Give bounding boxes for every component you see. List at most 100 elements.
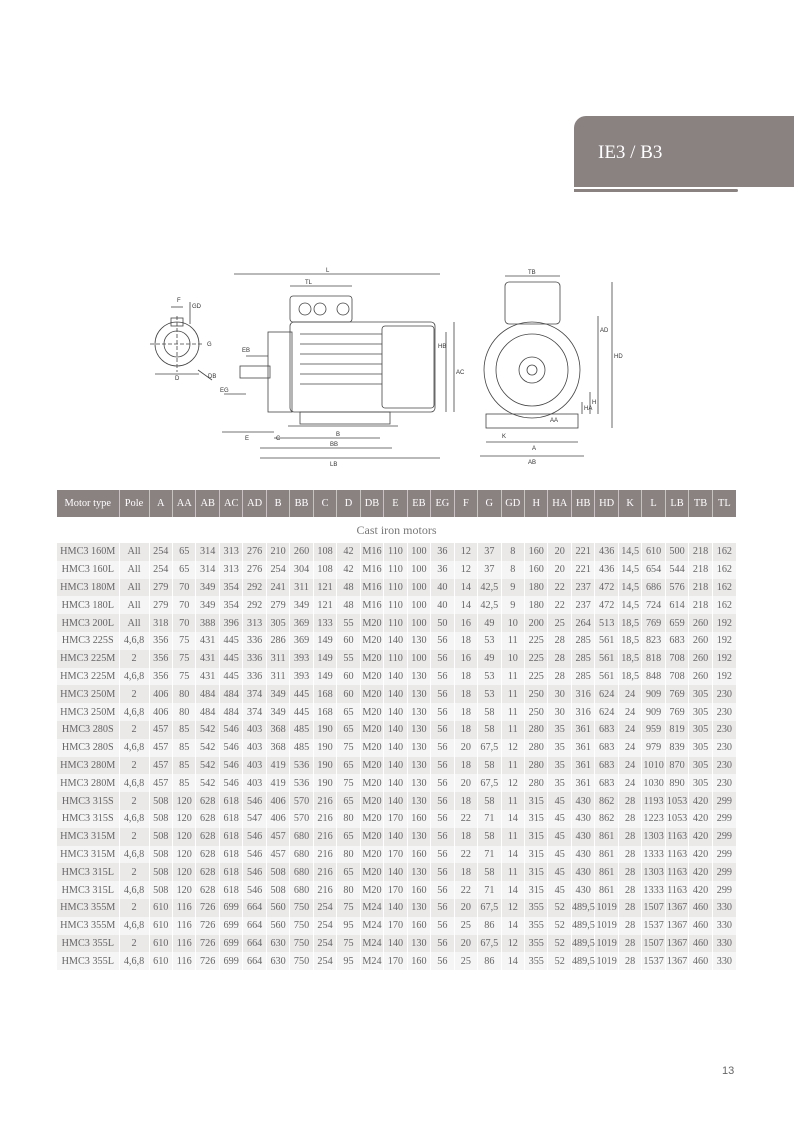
table-cell: 28: [618, 881, 643, 899]
table-cell: 71: [477, 845, 502, 864]
table-cell: 315: [524, 827, 549, 846]
table-cell: 216: [313, 881, 338, 899]
table-cell: 680: [289, 827, 314, 846]
table-cell: 769: [665, 685, 690, 704]
table-cell: 70: [172, 578, 197, 597]
table-cell: HMC3 315S: [57, 792, 120, 810]
table-cell: 28: [618, 898, 643, 917]
table-cell: 614: [665, 596, 690, 615]
table-cell: 25: [454, 916, 479, 935]
table-cell: 508: [149, 792, 173, 810]
table-cell: 110: [383, 560, 408, 579]
table-cell: 24: [618, 720, 643, 739]
column-header: AC: [219, 490, 244, 517]
table-cell: 22: [454, 809, 479, 828]
table-cell: 12: [454, 560, 479, 579]
table-cell: 361: [571, 738, 596, 757]
table-cell: 279: [266, 596, 291, 615]
table-cell: 546: [242, 845, 267, 864]
table-cell: 1030: [641, 774, 666, 793]
table-cell: 311: [289, 578, 314, 597]
table-cell: 508: [149, 827, 173, 846]
table-cell: 20: [454, 934, 479, 953]
table-cell: 311: [266, 649, 291, 668]
table-cell: 861: [594, 845, 619, 864]
table-cell: M20: [360, 720, 385, 739]
table-cell: 56: [430, 774, 455, 793]
section-underline: [574, 189, 738, 192]
table-cell: 18: [454, 720, 479, 739]
table-cell: 160: [407, 916, 432, 935]
table-cell: 318: [149, 614, 173, 632]
table-cell: 45: [547, 881, 572, 899]
table-cell: 52: [547, 916, 572, 935]
table-cell: 610: [641, 543, 666, 561]
table-cell: 315: [524, 809, 549, 828]
table-cell: 254: [313, 934, 338, 953]
table-cell: 285: [571, 649, 596, 668]
table-cell: 330: [712, 952, 736, 971]
table-cell: 628: [195, 845, 220, 864]
table-cell: 546: [242, 881, 267, 899]
table-cell: 861: [594, 863, 619, 882]
table-cell: 35: [547, 756, 572, 775]
table-cell: 130: [407, 827, 432, 846]
table-cell: 750: [289, 916, 314, 935]
table-cell: 485: [289, 720, 314, 739]
table-cell: 18: [454, 667, 479, 686]
table-cell: 140: [383, 720, 408, 739]
table-cell: 628: [195, 827, 220, 846]
table-cell: 726: [195, 898, 220, 917]
table-cell: 254: [313, 898, 338, 917]
table-cell: 230: [712, 720, 736, 739]
table-cell: 11: [501, 667, 526, 686]
table-cell: 25: [547, 614, 572, 632]
table-cell: 279: [149, 578, 173, 597]
table-cell: 349: [195, 596, 220, 615]
table-cell: 14: [501, 845, 526, 864]
table-cell: 70: [172, 596, 197, 615]
table-cell: 369: [289, 614, 314, 632]
table-cell: 430: [571, 827, 596, 846]
table-cell: 170: [383, 845, 408, 864]
table-cell: M24: [360, 934, 385, 953]
table-cell: 42,5: [477, 578, 502, 597]
table-cell: 28: [618, 863, 643, 882]
table-cell: 140: [383, 703, 408, 721]
table-cell: 369: [289, 631, 314, 650]
table-cell: 316: [571, 685, 596, 704]
table-cell: 75: [172, 631, 197, 650]
table-cell: 190: [313, 756, 338, 775]
table-cell: 618: [219, 845, 244, 864]
table-cell: 315: [524, 881, 549, 899]
table-cell: HMC3 315M: [57, 845, 120, 864]
table-cell: 1367: [665, 952, 690, 971]
table-cell: 315: [524, 863, 549, 882]
table-cell: 508: [149, 845, 173, 864]
table-cell: 1163: [665, 863, 690, 882]
table-cell: 49: [477, 614, 502, 632]
table-cell: 9: [501, 578, 526, 597]
table-cell: 140: [383, 934, 408, 953]
table-cell: 4,6,8: [119, 809, 150, 828]
table-cell: 683: [594, 756, 619, 775]
table-cell: 618: [219, 863, 244, 882]
table-cell: 750: [289, 952, 314, 971]
table-cell: 484: [195, 685, 220, 704]
table-cell: 108: [313, 560, 338, 579]
table-cell: 190: [313, 774, 338, 793]
table-cell: 355: [524, 934, 549, 953]
table-cell: HMC3 250M: [57, 703, 120, 721]
column-header: F: [454, 490, 479, 517]
label-ad: AD: [600, 328, 609, 334]
table-cell: 75: [336, 934, 361, 953]
table-cell: 110: [383, 578, 408, 597]
table-cell: 18,5: [618, 614, 643, 632]
table-cell: 65: [172, 560, 197, 579]
table-cell: 1537: [641, 916, 666, 935]
table-cell: 430: [571, 881, 596, 899]
column-header: G: [477, 490, 502, 517]
